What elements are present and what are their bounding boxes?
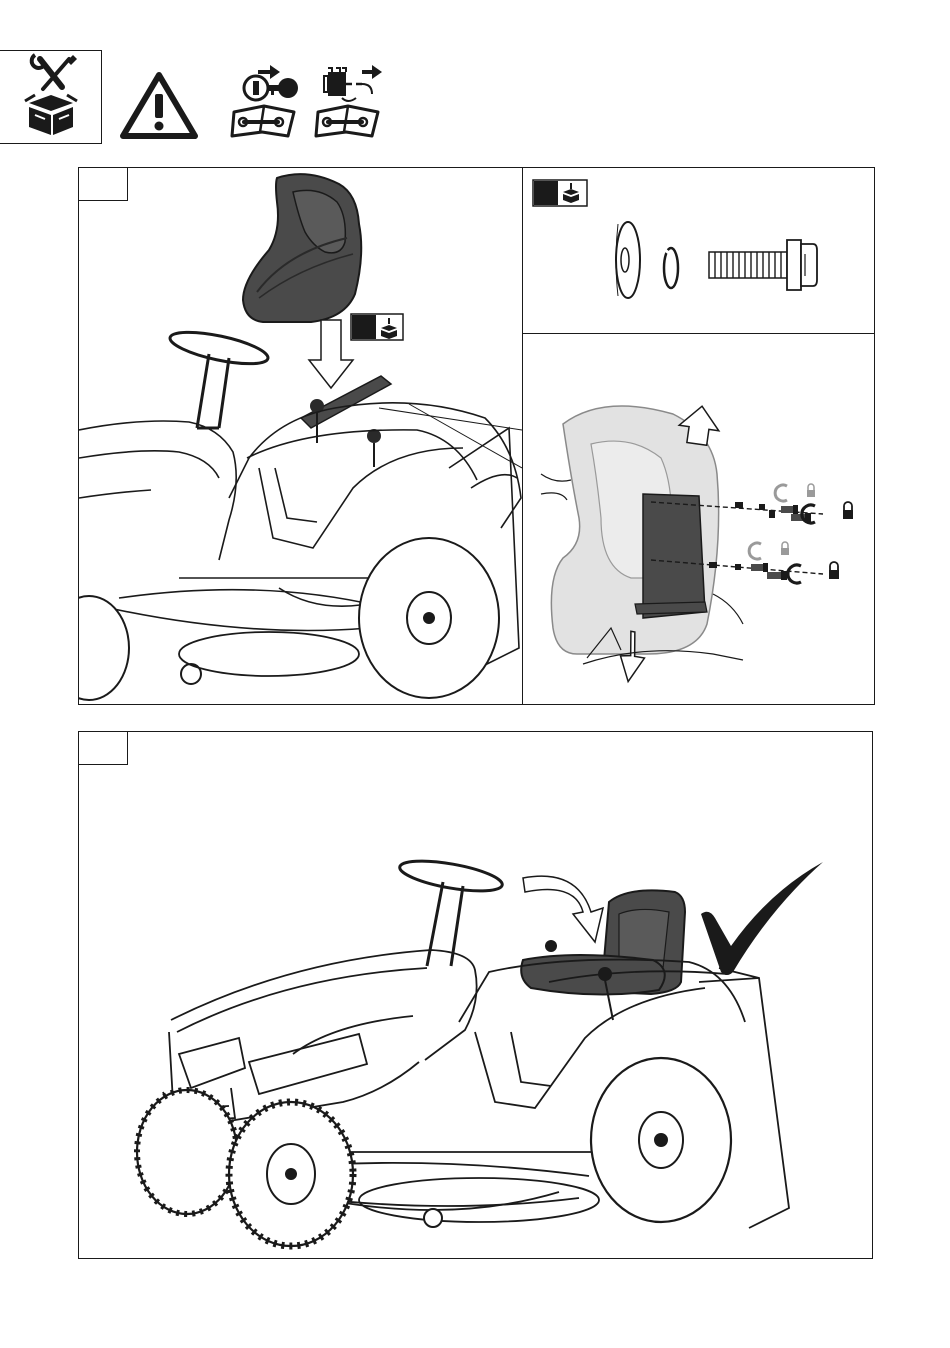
seat-icon xyxy=(243,174,361,322)
parts-box-icon xyxy=(351,314,403,340)
checkmark-icon xyxy=(701,862,823,975)
warning-triangle-wrap xyxy=(119,70,199,140)
disconnect-battery-read-manual-icon xyxy=(312,62,390,142)
assembled-tractor-illustration xyxy=(79,732,872,1258)
step2-result-panel xyxy=(78,731,873,1259)
step1-hardware-panel xyxy=(522,167,875,334)
tools-and-box-icon xyxy=(0,51,99,141)
lower-bolt-set xyxy=(709,562,787,580)
hardware-parts-box-icon xyxy=(533,180,587,206)
spring-washer-part xyxy=(664,248,678,288)
seat-bolting-detail xyxy=(523,334,874,704)
upper-bolt-set xyxy=(735,502,798,514)
disconnect-battery-manual-wrap xyxy=(312,62,390,142)
remove-key-manual-wrap xyxy=(228,62,306,142)
step1-main-panel xyxy=(78,167,523,705)
warning-triangle-icon xyxy=(119,70,199,140)
tools-box-frame xyxy=(0,50,102,144)
seat-install-illustration xyxy=(79,168,522,704)
remove-key-read-manual-icon xyxy=(228,62,306,142)
step1-detail-panel xyxy=(522,333,875,705)
washer-part xyxy=(616,222,640,298)
hardware-illustration xyxy=(523,168,874,333)
bolt-part xyxy=(709,240,817,290)
